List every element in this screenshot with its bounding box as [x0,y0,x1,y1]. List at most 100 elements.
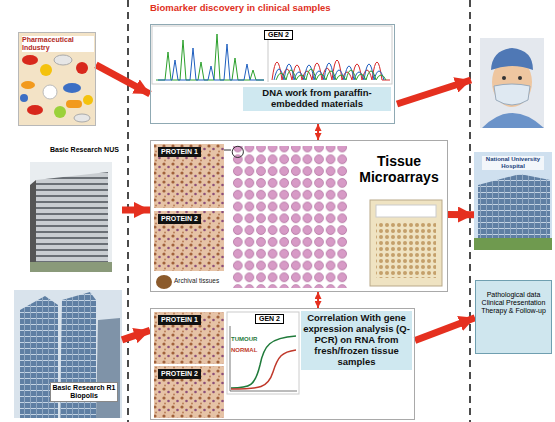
flow-arrow [317,124,319,140]
divider-line [469,0,471,422]
box-text: Correlation With gene expression analysi… [301,311,412,370]
pills-picture [27,105,43,115]
dna-panel [152,26,392,84]
box-text: DNA work from paraffin-embedded material… [243,87,391,111]
hospital-picture [474,152,552,250]
process-box: Correlation With gene expression analysi… [150,308,415,420]
tissue-picture [376,205,436,217]
pcr-picture [154,366,224,418]
image-panel: Pharmaceutical Industry [18,32,96,126]
tissue-picture [376,222,436,278]
protein-label: PROTEIN 2 [158,214,201,224]
chart-panel: GEN 2 TUMOUR NORMAL [227,312,299,394]
pcr-picture [231,350,296,389]
flow-arrow [122,330,150,340]
flow-arrow [448,211,474,218]
protein-label: PROTEIN 2 [158,369,201,379]
flow-arrow [317,292,319,308]
tissue-picture [151,141,447,291]
curve-label: TUMOUR [231,336,257,343]
dna-panel [151,25,394,123]
hospital-picture [474,238,552,250]
box-heading: Tissue Microarrays [353,153,445,185]
pcr-picture [154,312,224,364]
pills-picture [18,32,96,126]
towers-picture [14,290,122,418]
dna-panel [151,25,394,123]
pills-picture [20,94,28,102]
tissue-picture [154,211,224,271]
tissue-picture [370,200,442,286]
dna-panel [272,60,390,80]
panel-label: Basic Research R1 Biopolis [50,382,118,402]
towers-picture [96,318,120,418]
image-panel: Basic Research R1 Biopolis [14,290,122,418]
image-panel: National University Hospital [474,152,552,250]
flow-arrow [96,65,150,94]
pills-picture [22,55,38,65]
building-picture [30,262,112,272]
flow-arrow [415,318,475,341]
pcr-picture [227,312,299,394]
surgeon-picture [494,84,530,105]
tissue-picture [156,275,172,289]
surgeon-picture [480,38,544,128]
dna-panel [158,44,264,80]
pills-picture [21,81,35,89]
dna-panel [276,69,386,80]
flow-arrow [397,80,471,104]
protein-label: PROTEIN 1 [158,147,201,157]
panel-label: Pharmaceutical Industry [22,36,94,52]
towers-picture [14,290,122,418]
surgeon-picture [480,38,544,128]
panel-label: Basic Research NUS [50,146,120,154]
image-panel: PROTEIN 2 [154,366,224,418]
pills-picture [18,32,96,126]
flow-arrow [122,206,150,213]
pills-picture [43,85,57,99]
process-box: DNA work from paraffin-embedded material… [150,24,395,124]
tissue-picture [154,144,224,208]
tissue-picture [224,150,231,151]
surgeon-picture [518,76,522,80]
hospital-picture [474,152,552,250]
building-picture [30,162,112,272]
protein-label: PROTEIN 1 [158,315,201,325]
process-box: Tissue MicroarraysPROTEIN 1PROTEIN 2Arch… [150,140,448,292]
chart-panel: GEN 2 [152,26,392,84]
box-text: Pathological data Clinical Presentation … [479,291,548,315]
building-picture [30,162,112,272]
image-panel: PROTEIN 1 [154,144,224,208]
image-panel: Basic Research NUS [28,146,122,274]
pills-picture [40,64,52,76]
pills-picture [66,100,82,108]
panel-label: National University Hospital [482,156,544,170]
pcr-picture [154,312,299,418]
chart-label: GEN 2 [255,314,284,324]
tissue-picture [232,146,243,157]
dna-panel [156,34,264,80]
diagram-title: Biomarker discovery in clinical samples [150,0,331,14]
surgeon-picture [502,76,506,80]
pills-picture [83,95,93,105]
pills-picture [74,114,90,122]
pills-picture [54,55,72,65]
curve-label: NORMAL [231,347,257,354]
tissue-picture [232,146,348,288]
building-picture [36,172,108,272]
pills-picture [54,106,66,118]
connector-group [96,65,475,341]
dna-panel [274,63,384,80]
info-box: Pathological data Clinical Presentation … [475,280,552,354]
building-picture [30,180,36,272]
pills-picture [76,62,88,74]
pcr-picture [231,336,296,388]
chart-label: GEN 2 [264,30,293,40]
surgeon-picture [491,48,533,70]
pcr-picture [230,391,297,392]
surgeon-picture [482,113,544,128]
image-panel: PROTEIN 2 [154,211,224,271]
